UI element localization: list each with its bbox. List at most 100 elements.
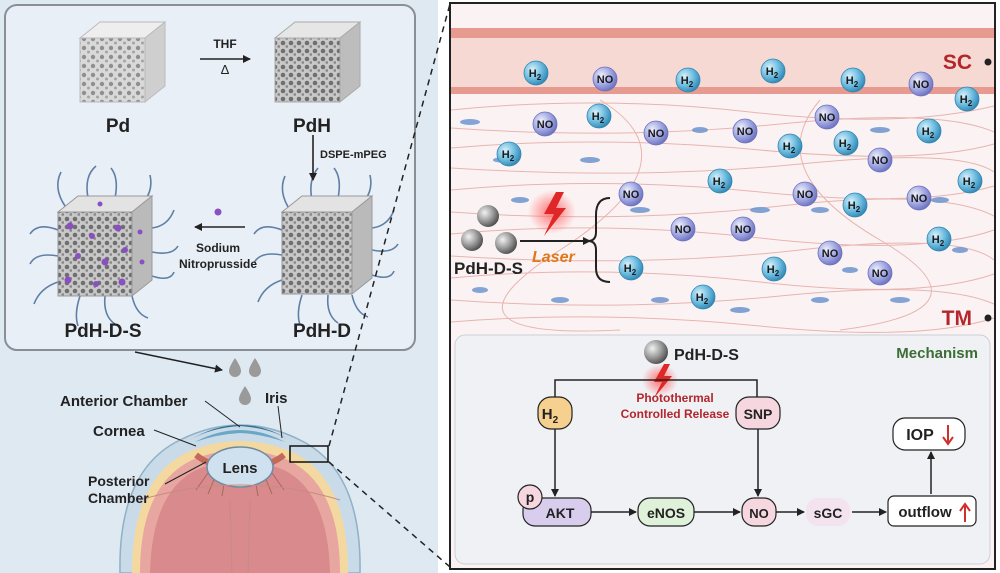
h2-molecule: H2 — [675, 67, 701, 93]
svg-text:H2: H2 — [767, 264, 780, 278]
mech-np — [644, 340, 668, 364]
h2-molecule: H2 — [586, 103, 612, 129]
h2-molecule: H2 — [523, 60, 549, 86]
no-molecule: NO — [532, 111, 558, 137]
posterior-label-1: Posterior — [88, 473, 150, 489]
h2-molecule: H2 — [760, 58, 786, 84]
iris-label: Iris — [265, 390, 288, 407]
outflow-up-arrow — [959, 502, 971, 522]
svg-text:H2: H2 — [846, 75, 859, 89]
eye-drops — [229, 358, 261, 405]
heat-label: Δ — [221, 62, 230, 77]
laser-label: Laser — [532, 249, 575, 266]
svg-text:NO: NO — [872, 155, 889, 167]
svg-text:NO: NO — [737, 126, 754, 138]
h2-molecule: H2 — [761, 256, 787, 282]
h2-molecule: H2 — [690, 284, 716, 310]
svg-text:NO: NO — [597, 74, 614, 86]
no-molecule: NO — [732, 118, 758, 144]
iop-down-arrow — [942, 425, 954, 446]
no-molecule: NO — [867, 260, 893, 286]
svg-text:NO: NO — [819, 112, 836, 124]
mech-laser-bolt — [654, 364, 672, 398]
no-molecule: NO — [867, 147, 893, 173]
no-molecule: NO — [814, 104, 840, 130]
no-molecule: NO — [906, 185, 932, 211]
box-to-eye-arrow — [134, 351, 223, 373]
tissue-np-label: PdH-D-S — [454, 259, 523, 278]
node-h2: H2 — [537, 396, 573, 430]
no-molecule: NO — [670, 216, 696, 242]
svg-text:H2: H2 — [783, 141, 796, 155]
no-molecule: NO — [792, 181, 818, 207]
h2-molecule: H2 — [496, 141, 522, 167]
laser-bolt — [544, 192, 566, 236]
no-molecule: NO — [643, 120, 669, 146]
svg-text:H2: H2 — [624, 263, 637, 277]
pd-label: Pd — [106, 116, 130, 137]
node-iop: IOP — [892, 417, 966, 451]
h2-molecule: H2 — [954, 86, 980, 112]
pdh-cube — [273, 20, 362, 104]
svg-text:NO: NO — [648, 128, 665, 140]
h2-molecule: H2 — [707, 168, 733, 194]
sc-marker — [984, 58, 992, 66]
thf-label: THF — [213, 37, 236, 51]
controlled-release-label: Controlled Release — [621, 407, 730, 421]
svg-text:NO: NO — [749, 506, 769, 521]
photothermal-label: Photothermal — [636, 391, 713, 405]
svg-text:H2: H2 — [960, 94, 973, 108]
svg-text:NO: NO — [913, 79, 930, 91]
np-2 — [461, 229, 483, 251]
h2-molecule: H2 — [926, 226, 952, 252]
pd-cube — [78, 20, 167, 104]
svg-text:SNP: SNP — [744, 406, 773, 422]
h2-molecule: H2 — [916, 118, 942, 144]
svg-text:NO: NO — [797, 189, 814, 201]
pdh-label: PdH — [293, 116, 331, 137]
node-no: NO — [741, 497, 777, 527]
snp-dot — [214, 208, 222, 216]
svg-text:NO: NO — [623, 189, 640, 201]
pdhds-label: PdH-D-S — [64, 321, 141, 342]
tm-cells — [460, 119, 968, 313]
svg-text:outflow: outflow — [898, 504, 952, 521]
h2-molecule: H2 — [842, 192, 868, 218]
no-molecule: NO — [908, 71, 934, 97]
node-p: p — [517, 484, 543, 510]
h2-molecule: H2 — [777, 133, 803, 159]
mechanism-title: Mechanism — [896, 345, 978, 362]
no-molecule: NO — [592, 66, 618, 92]
mech-np-label: PdH-D-S — [674, 347, 739, 364]
svg-text:NO: NO — [537, 119, 554, 131]
pdhds-cube — [29, 165, 179, 327]
h2-molecule: H2 — [957, 168, 983, 194]
zoom-line-bottom — [328, 461, 451, 568]
nitroprusside-label: Nitroprusside — [179, 257, 257, 271]
np-split-line — [554, 379, 758, 397]
svg-text:eNOS: eNOS — [647, 505, 685, 521]
svg-text:AKT: AKT — [546, 505, 575, 521]
svg-text:H2: H2 — [529, 68, 542, 82]
svg-text:H2: H2 — [502, 149, 515, 163]
svg-text:H2: H2 — [848, 200, 861, 214]
svg-text:p: p — [526, 489, 535, 505]
lens-label: Lens — [222, 460, 257, 477]
anterior-chamber-label: Anterior Chamber — [60, 393, 188, 410]
no-molecule: NO — [730, 216, 756, 242]
svg-text:H2: H2 — [542, 406, 559, 426]
no-molecule: NO — [618, 181, 644, 207]
svg-text:H2: H2 — [839, 138, 852, 152]
tm-label: TM — [942, 307, 972, 330]
h2-molecule: H2 — [618, 255, 644, 281]
svg-text:H2: H2 — [592, 111, 605, 125]
svg-text:NO: NO — [675, 224, 692, 236]
pdhd-cube — [253, 167, 399, 326]
svg-text:IOP: IOP — [906, 427, 934, 444]
release-brace — [587, 197, 611, 283]
svg-text:sGC: sGC — [814, 505, 843, 521]
h2-molecule: H2 — [840, 67, 866, 93]
svg-text:NO: NO — [911, 193, 928, 205]
